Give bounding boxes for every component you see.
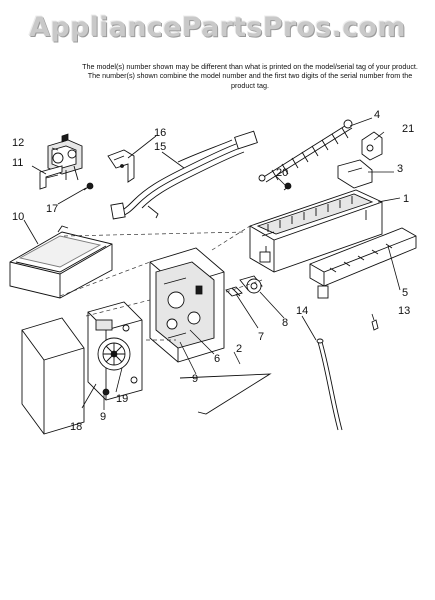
stripper-screw-part[interactable] [371, 319, 379, 331]
valve-bracket-part[interactable] [39, 165, 63, 190]
motor-housing-part[interactable] [149, 247, 225, 363]
callout-15: 15 [154, 141, 166, 153]
callout-17: 17 [46, 203, 58, 215]
callout-21: 21 [402, 123, 414, 135]
callout-14: 14 [296, 305, 308, 317]
callout-4: 4 [374, 109, 380, 121]
leader-lines [23, 117, 401, 410]
callout-8: 8 [282, 317, 288, 329]
stripper-part[interactable] [309, 227, 417, 299]
callout-9-lower: 9 [100, 411, 106, 423]
thermostat-part[interactable] [239, 275, 263, 294]
shutoff-arm-part[interactable] [179, 373, 272, 415]
ejector-bracket-part[interactable] [337, 159, 373, 189]
callout-16: 16 [154, 127, 166, 139]
ice-mold-part[interactable] [249, 189, 383, 273]
screw-part-lower[interactable] [102, 388, 110, 396]
callout-labels: 1 2 3 4 5 6 7 8 9 9 10 11 12 13 14 15 16… [12, 109, 414, 433]
callout-1: 1 [403, 193, 409, 205]
callout-19: 19 [116, 393, 128, 405]
callout-18: 18 [70, 421, 82, 433]
wire-harness-part[interactable] [110, 130, 258, 220]
callout-13: 13 [398, 305, 410, 317]
callout-6: 6 [214, 353, 220, 365]
control-module-part[interactable] [87, 301, 143, 401]
callout-12: 12 [12, 137, 24, 149]
ejector-shaft-part[interactable] [225, 286, 243, 297]
water-valve-part[interactable] [47, 133, 83, 181]
ejector-blade-part[interactable] [258, 119, 353, 183]
callout-11: 11 [12, 157, 23, 169]
ice-storage-bin-part[interactable] [9, 225, 113, 299]
callout-5: 5 [402, 287, 408, 299]
mold-screw-part[interactable] [283, 182, 292, 191]
callout-2: 2 [236, 343, 242, 355]
model-disclaimer-note: The model(s) number shown may be differe… [82, 62, 418, 90]
callout-7: 7 [258, 331, 264, 343]
assembly-lines [59, 225, 263, 341]
mold-end-cap-part[interactable] [361, 131, 383, 161]
harness-bracket-part[interactable] [107, 149, 135, 183]
callout-3: 3 [397, 163, 403, 175]
watermark-logo: AppliancePartsPros.com [29, 12, 406, 43]
fill-tube-part[interactable] [316, 338, 343, 431]
callout-9-upper: 9 [192, 373, 198, 385]
callout-20: 20 [276, 167, 288, 179]
callout-10: 10 [12, 211, 24, 223]
valve-screw-part[interactable] [83, 182, 94, 191]
front-cover-part[interactable] [21, 317, 85, 435]
